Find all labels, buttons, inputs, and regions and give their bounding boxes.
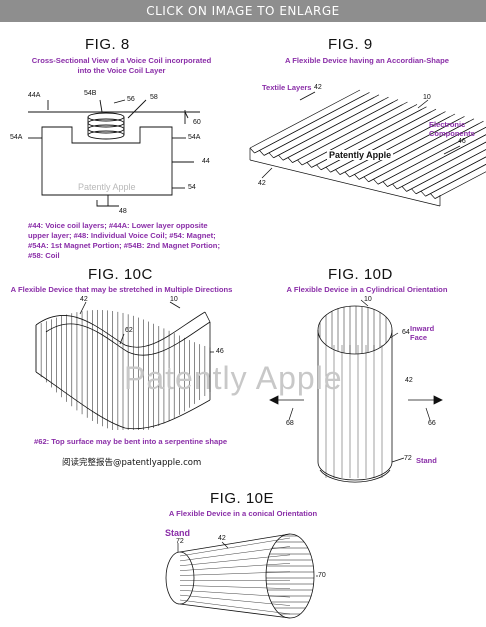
fig8-label-48: 48 xyxy=(119,208,127,215)
fig8-label-44a-top: 44A xyxy=(28,92,41,99)
fig9-watermark: Patently Apple xyxy=(327,150,394,160)
fig9-label-10: 10 xyxy=(423,94,431,101)
fig10c-chinese-link[interactable]: 阅读完整报告@patentlyapple.com xyxy=(62,458,202,468)
fig9-electronic-label: Electronic Components xyxy=(429,120,475,138)
fig10d-label-10: 10 xyxy=(364,296,372,303)
fig10e-label-70: 70 xyxy=(318,572,326,579)
fig8-legend-line3: #54A: 1st Magnet Portion; #54B: 2nd Magn… xyxy=(28,241,220,250)
fig10d-label-72: 72 xyxy=(404,455,412,462)
fig9-textile-label: Textile Layers xyxy=(262,83,312,92)
fig9-label-42-top: 42 xyxy=(314,84,322,91)
fig9-electronic-line1: Electronic xyxy=(429,120,466,129)
fig10c-label-62: 62 xyxy=(125,327,133,334)
fig10d-inward-line2: Face xyxy=(410,333,428,342)
fig10d-inward-line1: Inward xyxy=(410,324,435,333)
fig8-label-44: 44 xyxy=(202,158,210,165)
fig8-caption-line1: Cross-Sectional View of a Voice Coil inc… xyxy=(31,56,212,65)
fig8-watermark: Patently Apple xyxy=(78,182,136,192)
fig9-electronic-line2: Components xyxy=(429,129,475,138)
fig10d-label-42: 42 xyxy=(405,377,413,384)
enlarge-banner[interactable]: CLICK ON IMAGE TO ENLARGE xyxy=(0,0,486,22)
fig8-legend-line2: upper layer; #48: Individual Voice Coil;… xyxy=(28,231,216,240)
fig8-label-60: 60 xyxy=(193,119,201,126)
fig9-title: FIG. 9 xyxy=(328,36,373,53)
fig8-title: FIG. 8 xyxy=(85,36,130,53)
fig10d-label-64: 64 xyxy=(402,329,410,336)
fig10e-label-42: 42 xyxy=(218,535,226,542)
fig10d-inward-label: Inward Face xyxy=(410,324,434,342)
fig10e-caption: A Flexible Device in a conical Orientati… xyxy=(168,509,318,518)
fig9-caption: A Flexible Device having an Accordian-Sh… xyxy=(284,56,450,65)
fig10d-label-68: 68 xyxy=(286,420,294,427)
fig8-caption: Cross-Sectional View of a Voice Coil inc… xyxy=(0,56,243,76)
fig10d-caption: A Flexible Device in a Cylindrical Orien… xyxy=(286,285,448,294)
fig10c-caption: A Flexible Device that may be stretched … xyxy=(10,285,233,294)
fig9-label-42-bottom: 42 xyxy=(258,180,266,187)
fig8-label-54a-left: 54A xyxy=(10,134,23,141)
fig8-label-54: 54 xyxy=(188,184,196,191)
fig8-caption-line2: into the Voice Coil Layer xyxy=(77,66,166,75)
fig10e-label-72: 72 xyxy=(176,538,184,545)
fig10c-note: #62: Top surface may be bent into a serp… xyxy=(34,437,228,446)
fig8-legend-line1: #44: Voice coil layers; #44A: Lower laye… xyxy=(28,221,208,230)
fig10c-label-10: 10 xyxy=(170,296,178,303)
fig8-label-58: 58 xyxy=(150,94,158,101)
fig8-label-56: 56 xyxy=(127,96,135,103)
fig8-label-54a-right: 54A xyxy=(188,134,201,141)
fig10d-title: FIG. 10D xyxy=(328,266,393,283)
fig10d-stand-label: Stand xyxy=(416,456,437,465)
center-watermark: Patently Apple xyxy=(124,360,343,396)
fig8-legend: #44: Voice coil layers; #44A: Lower laye… xyxy=(28,221,243,261)
fig9-label-46: 46 xyxy=(458,138,466,145)
fig10d-label-66: 66 xyxy=(428,420,436,427)
fig10c-title: FIG. 10C xyxy=(88,266,153,283)
fig10e-stand-label: Stand xyxy=(165,528,191,538)
fig8-legend-line4: #58: Coil xyxy=(28,251,60,260)
fig8-label-54b: 54B xyxy=(84,90,97,97)
fig10c-label-46: 46 xyxy=(216,348,224,355)
fig10e-title: FIG. 10E xyxy=(210,490,275,507)
fig10c-label-42: 42 xyxy=(80,296,88,303)
